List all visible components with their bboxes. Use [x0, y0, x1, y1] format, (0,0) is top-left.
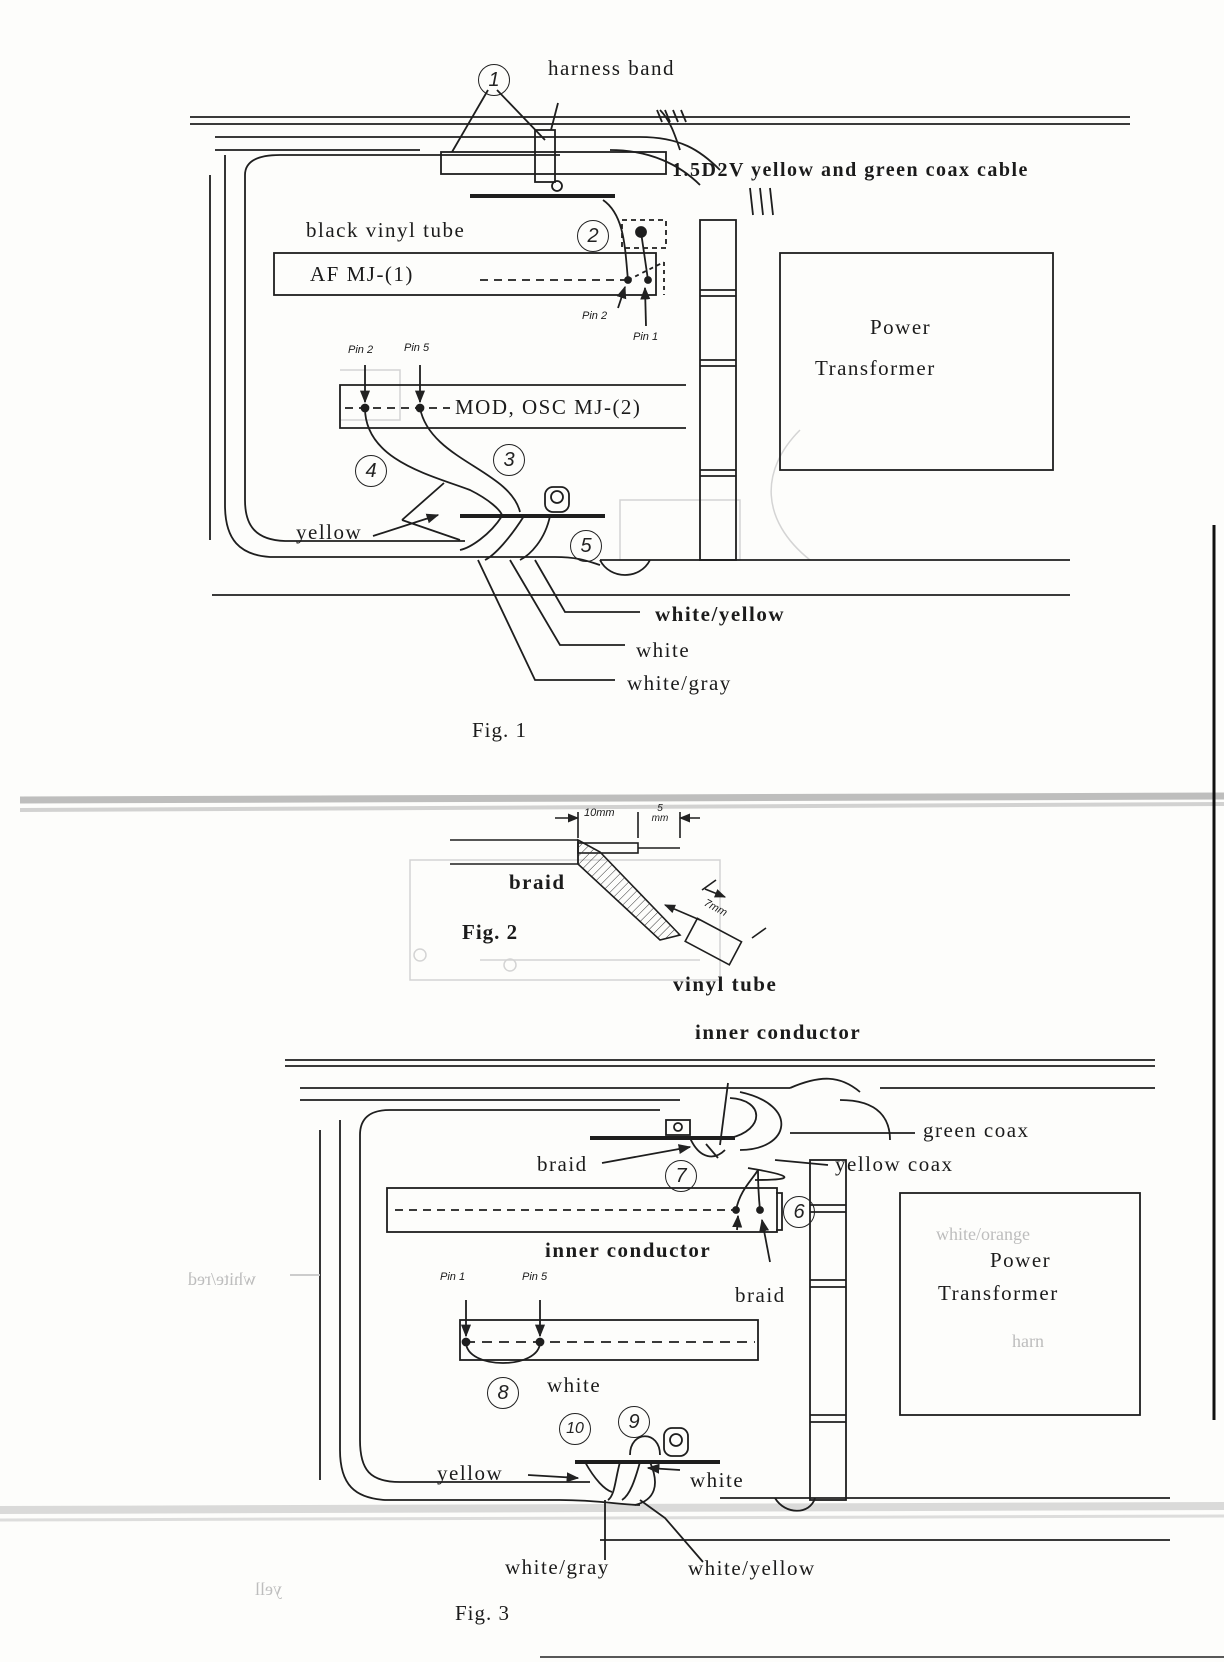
fig2-drawing	[450, 812, 767, 966]
ghost-harn: harn	[1012, 1331, 1044, 1351]
fig3-caption: Fig. 3	[455, 1601, 511, 1625]
white-gray-label-fig1: white/gray	[627, 671, 732, 695]
inner-conductor-top-label: inner conductor	[695, 1020, 862, 1044]
transformer-label-fig3: Transformer	[938, 1281, 1059, 1305]
ghost-white-red: white/red	[188, 1269, 256, 1289]
af-mj-label: AF MJ-(1)	[310, 262, 414, 286]
af-pin2-label: Pin 2	[582, 310, 608, 322]
coax-cable-label: 1.5D2V yellow and green coax cable	[672, 159, 1029, 181]
yellow-label-fig3: yellow	[437, 1461, 504, 1485]
green-coax-label: green coax	[923, 1118, 1030, 1142]
braid-left-label: braid	[537, 1152, 588, 1176]
vinyl-tube-label: vinyl tube	[673, 972, 778, 996]
marker-4: 4	[355, 455, 387, 487]
marker-8: 8	[487, 1377, 519, 1409]
white-label-fig1: white	[636, 638, 691, 662]
mod-osc-mj-label: MOD, OSC MJ-(2)	[455, 395, 642, 419]
braid-label-fig2: braid	[509, 870, 566, 894]
fig1-caption: Fig. 1	[472, 718, 528, 742]
marker-3: 3	[493, 444, 525, 476]
power-label-fig3: Power	[990, 1248, 1052, 1272]
white-yellow-label-fig3: white/yellow	[688, 1556, 816, 1580]
mod-pin5-label: Pin 5	[404, 342, 430, 354]
dim-10mm-label: 10mm	[584, 807, 615, 819]
marker-6: 6	[783, 1196, 815, 1228]
marker-1: 1	[478, 64, 510, 96]
white-yellow-label-fig1: white/yellow	[655, 602, 785, 626]
mod-pin2-label: Pin 2	[348, 344, 374, 356]
marker-5: 5	[570, 530, 602, 562]
af-pin1-label: Pin 1	[633, 331, 659, 343]
white-gray-label-fig3: white/gray	[505, 1555, 610, 1579]
marker-10: 10	[559, 1413, 591, 1445]
black-vinyl-tube-label: black vinyl tube	[306, 218, 466, 242]
fig1-drawing	[190, 89, 1130, 681]
white-label-fig3: white	[690, 1468, 745, 1492]
ghost-white-orange: white/orange	[936, 1224, 1030, 1244]
transformer-label-fig1: Transformer	[815, 356, 936, 380]
marker-2: 2	[577, 220, 609, 252]
marker-7: 7	[665, 1160, 697, 1192]
braid-right-label: braid	[735, 1283, 786, 1307]
harness-band-label: harness band	[548, 56, 676, 80]
pin1-label-fig3: Pin 1	[440, 1271, 466, 1283]
fig2-caption: Fig. 2	[462, 920, 519, 944]
power-label-fig1: Power	[870, 315, 932, 339]
white-jumper-label: white	[547, 1373, 602, 1397]
dim-5mm-label: 5 mm	[651, 803, 669, 824]
inner-conductor-mid-label: inner conductor	[545, 1238, 712, 1262]
ghost-yell: yell	[255, 1579, 282, 1599]
pin5-label-fig3: Pin 5	[522, 1271, 548, 1283]
yellow-coax-label: yellow coax	[835, 1152, 954, 1176]
fig3-drawing	[285, 1059, 1170, 1563]
yellow-label-fig1: yellow	[296, 520, 363, 544]
marker-9: 9	[618, 1406, 650, 1438]
